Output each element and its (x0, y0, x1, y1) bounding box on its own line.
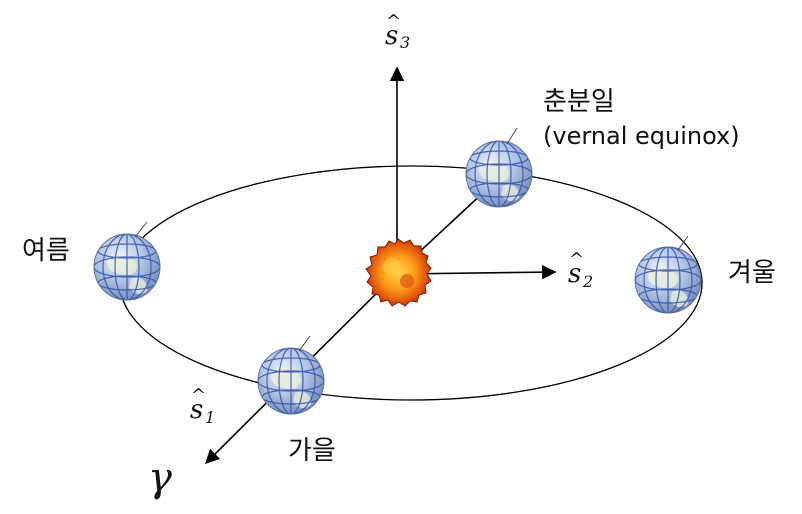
label-autumn: 가을 (288, 436, 336, 466)
earth-globe-icon (258, 335, 324, 414)
vernal-point-symbol: γ (148, 455, 172, 501)
label-spring-ko: 춘분일 (543, 87, 615, 117)
svg-text:s: s (190, 395, 203, 425)
label-summer: 여름 (22, 236, 70, 266)
label-winter: 겨울 (728, 258, 776, 288)
svg-text:s: s (568, 259, 581, 289)
axis-s3-label: s ^ 3 (385, 11, 410, 52)
svg-text:^: ^ (386, 11, 401, 32)
svg-text:^: ^ (191, 385, 206, 406)
label-spring-en: (vernal equinox) (543, 122, 740, 150)
axis-s2-label: s ^ 2 (568, 249, 593, 291)
sun-icon (365, 238, 432, 307)
earth-globe-icon (466, 127, 532, 207)
earth-globe-icon (94, 221, 160, 300)
axis-s1-label: s ^ 1 (190, 385, 215, 427)
earth-globe-icon (635, 235, 701, 313)
svg-text:^: ^ (569, 249, 584, 270)
svg-text:2: 2 (582, 272, 593, 291)
svg-text:3: 3 (400, 33, 410, 52)
svg-text:1: 1 (205, 408, 215, 427)
svg-text:s: s (385, 21, 398, 51)
